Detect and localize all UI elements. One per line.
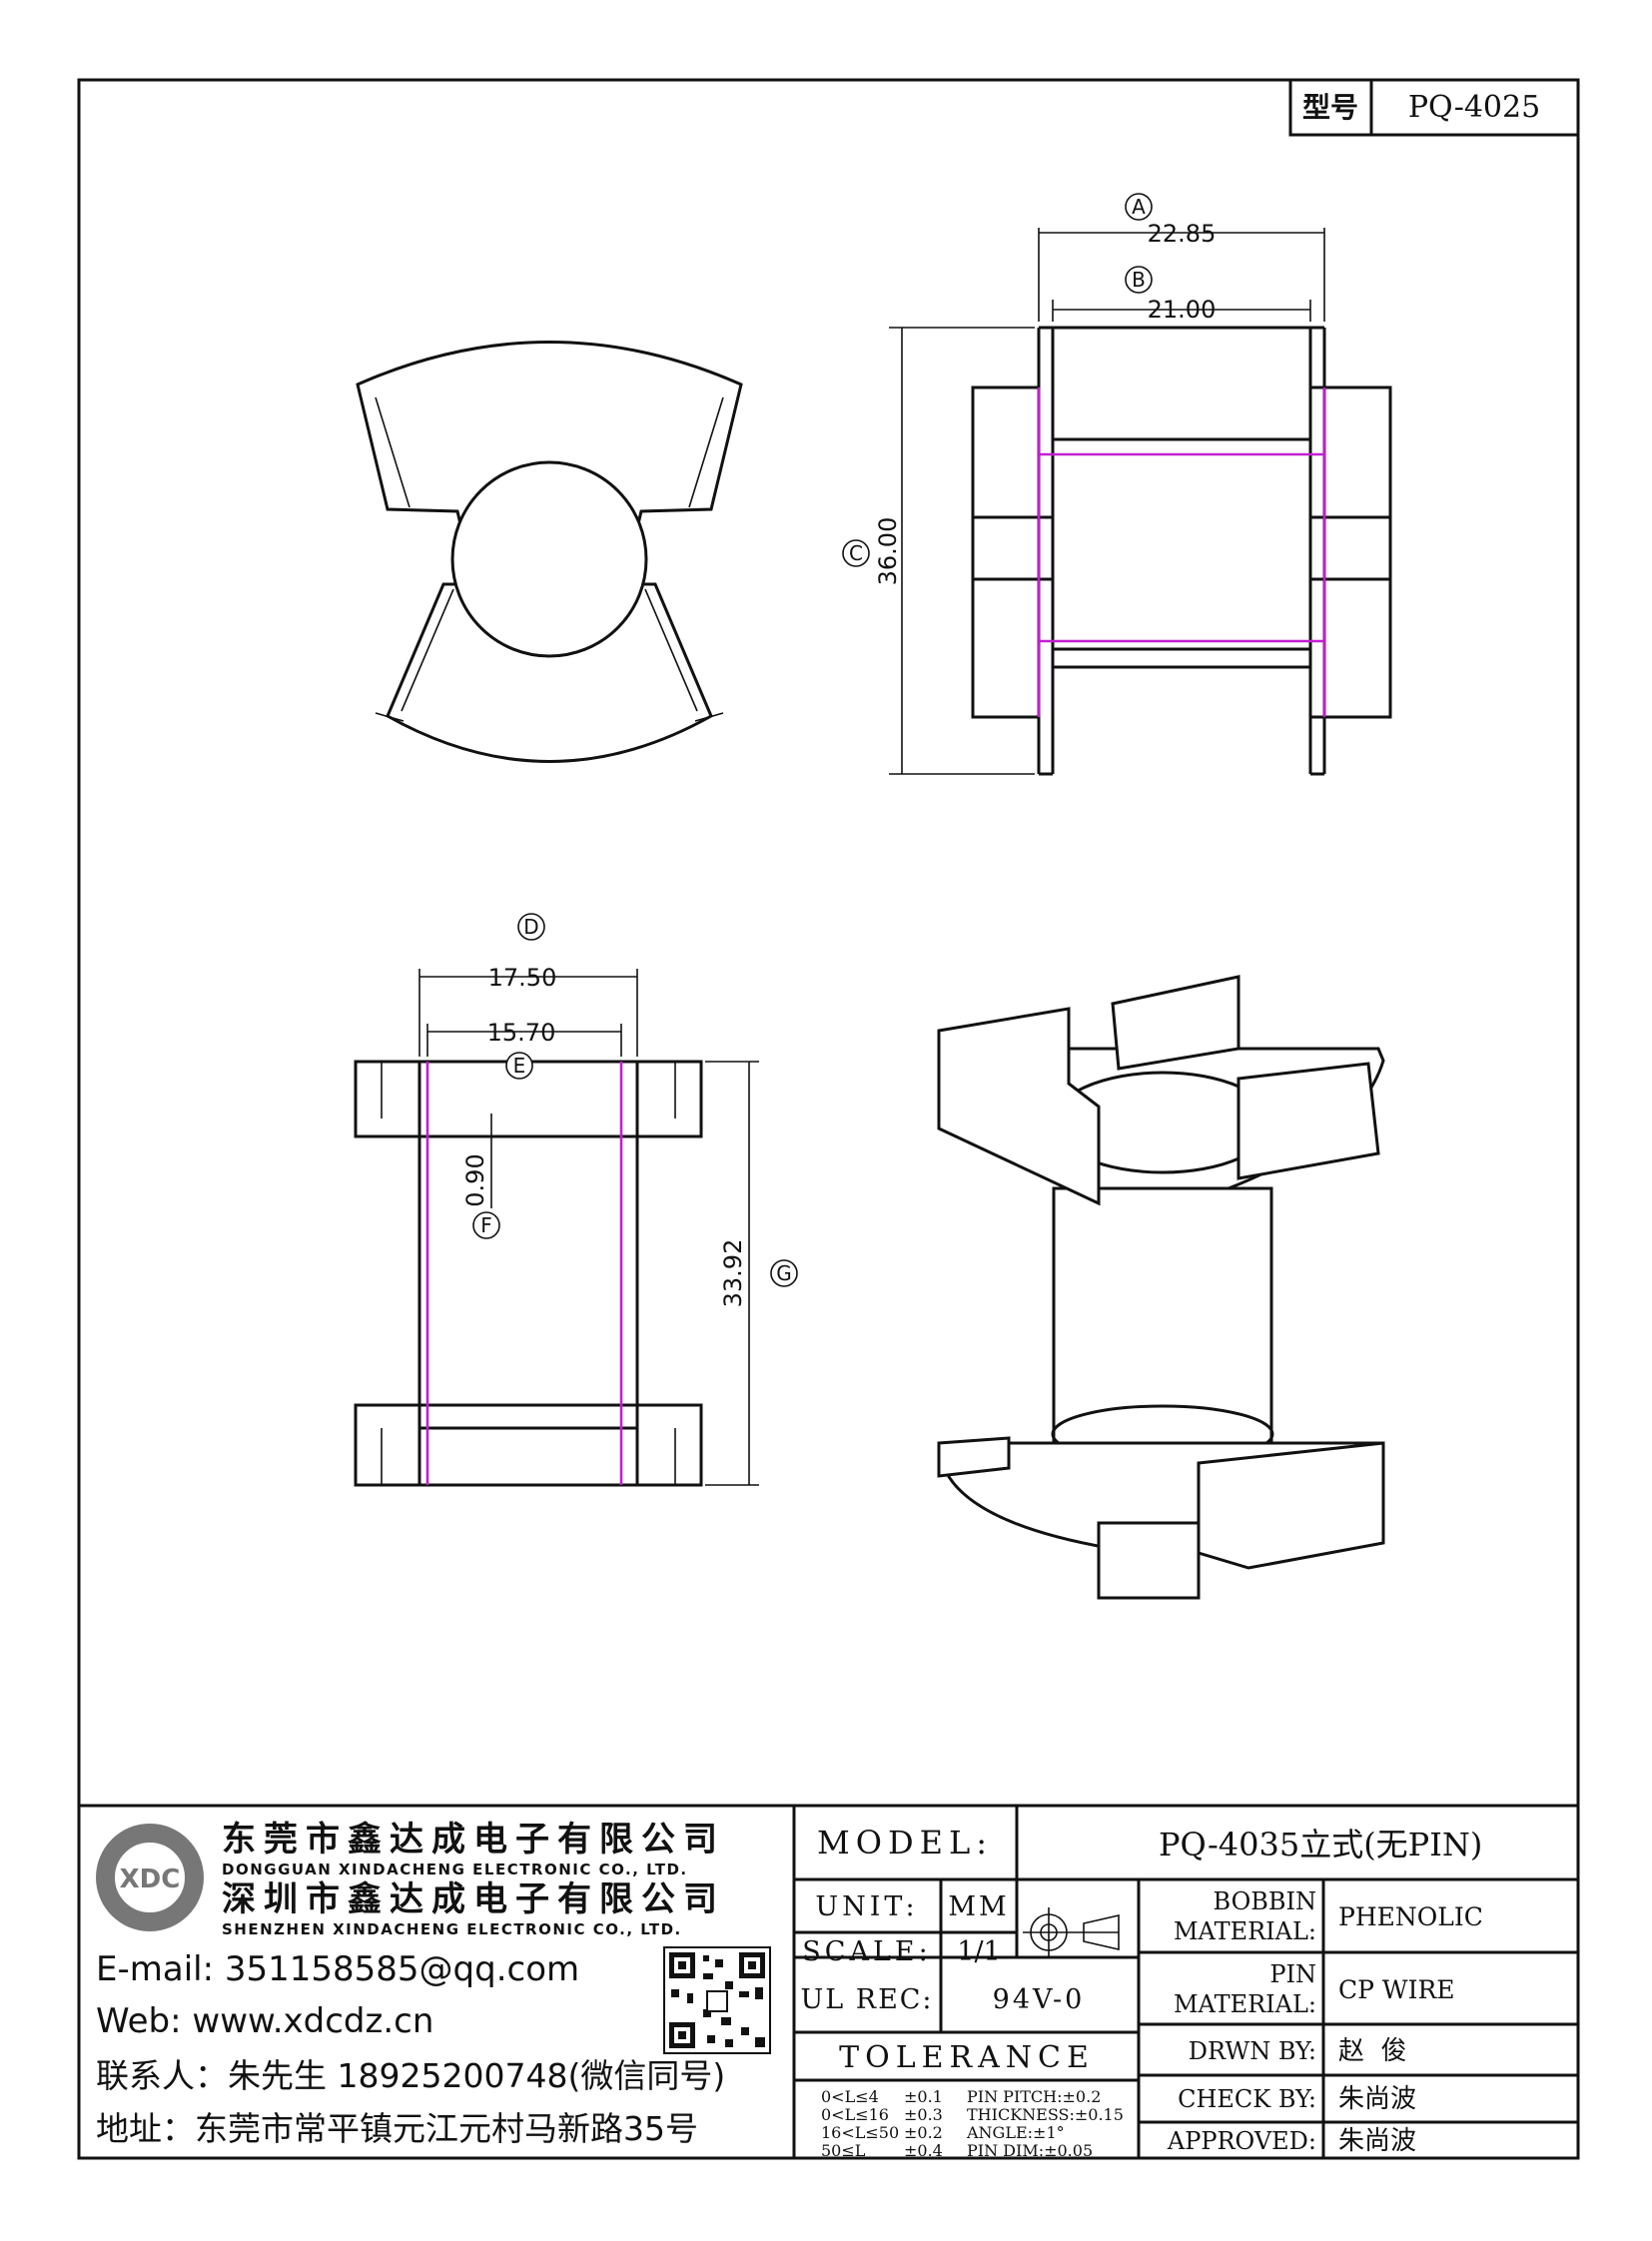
dim-A-value: 22.85 bbox=[1148, 220, 1217, 248]
tol-spec-0: PIN PITCH:±0.2 bbox=[967, 2087, 1101, 2106]
dim-F-balloon bbox=[472, 1211, 500, 1239]
tb-pin-label-1: PIN bbox=[1269, 1960, 1316, 1988]
company-web: Web: www.xdcdz.cn bbox=[96, 2001, 433, 2041]
tb-model-value: PQ-4035立式(无PIN) bbox=[1159, 1826, 1482, 1864]
dim-A-balloon bbox=[1125, 193, 1153, 221]
tb-unit-label: UNIT: bbox=[815, 1891, 918, 1922]
dim-B-value: 21.00 bbox=[1148, 296, 1217, 324]
tolerance-table: 0<L≤4 ±0.1 PIN PITCH:±0.2 0<L≤16 ±0.3 TH… bbox=[821, 2087, 1124, 2160]
dim-B-balloon bbox=[1125, 266, 1153, 294]
tb-drawn-value: 赵 俊 bbox=[1338, 2036, 1407, 2066]
tb-approved-value: 朱尚波 bbox=[1338, 2126, 1416, 2156]
tol-value-2: ±0.2 bbox=[904, 2123, 943, 2142]
qr-code bbox=[663, 1946, 771, 2054]
tb-tolerance-label: TOLERANCE bbox=[839, 2040, 1095, 2075]
company-name-dg: 东莞市鑫达成电子有限公司 bbox=[222, 1820, 725, 1860]
dimensions: A 22.85 B 21.00 C 36.00 D 17.50 15.70 E bbox=[418, 193, 1325, 1486]
tol-spec-1: THICKNESS:±0.15 bbox=[967, 2105, 1124, 2124]
tol-value-1: ±0.3 bbox=[904, 2105, 943, 2124]
dim-C-balloon bbox=[842, 539, 870, 567]
model-box-value: PQ-4025 bbox=[1408, 90, 1540, 125]
tol-range-2: 16<L≤50 bbox=[821, 2123, 899, 2142]
tb-bobbin-label-2: MATERIAL: bbox=[1174, 1917, 1316, 1945]
dim-D-value: 17.50 bbox=[488, 964, 557, 992]
company-logo-text: XDC bbox=[120, 1865, 181, 1894]
dim-G-letter: G bbox=[776, 1261, 792, 1285]
dim-G-balloon bbox=[770, 1259, 798, 1287]
tb-pin-label-2: MATERIAL: bbox=[1174, 1990, 1316, 2018]
tb-ulrec-label: UL REC: bbox=[800, 1984, 933, 2015]
tb-bobbin-label-1: BOBBIN bbox=[1213, 1887, 1316, 1915]
dim-E-letter: E bbox=[513, 1054, 526, 1078]
company-logo: XDC bbox=[96, 1824, 204, 1931]
dim-E-value: 15.70 bbox=[487, 1019, 556, 1047]
tol-range-1: 0<L≤16 bbox=[821, 2105, 889, 2124]
dim-E-balloon bbox=[505, 1052, 533, 1080]
company-name-sz: 深圳市鑫达成电子有限公司 bbox=[222, 1879, 725, 1919]
tb-approved-label: APPROVED: bbox=[1167, 2127, 1316, 2155]
company-email: E-mail: 351158585@qq.com bbox=[96, 1949, 579, 1989]
side-view bbox=[354, 1060, 703, 1487]
dim-C-value: 36.00 bbox=[874, 517, 902, 586]
tol-value-0: ±0.1 bbox=[904, 2087, 943, 2106]
front-view bbox=[971, 326, 1392, 776]
dim-D-letter: D bbox=[523, 915, 538, 939]
top-view bbox=[356, 341, 743, 763]
model-box-label: 型号 bbox=[1302, 91, 1358, 124]
tol-range-0: 0<L≤4 bbox=[821, 2087, 879, 2106]
company-name-dg-en: DONGGUAN XINDACHENG ELECTRONIC CO., LTD. bbox=[222, 1861, 688, 1878]
tb-unit-value: MM bbox=[948, 1891, 1009, 1922]
tol-spec-3: PIN DIM:±0.05 bbox=[967, 2141, 1093, 2160]
sheet-border bbox=[77, 78, 1580, 2160]
dim-G-value: 33.92 bbox=[719, 1239, 747, 1308]
tb-scale-label: SCALE: bbox=[802, 1936, 931, 1967]
tb-check-value: 朱尚波 bbox=[1338, 2084, 1416, 2114]
company-contact: 联系人：朱先生 18925200748(微信同号) bbox=[96, 2056, 725, 2095]
tb-drawn-label: DRWN BY: bbox=[1189, 2037, 1316, 2065]
dim-A-letter: A bbox=[1132, 195, 1146, 219]
tb-ulrec-value: 94V-0 bbox=[993, 1984, 1086, 2015]
title-block: XDC 东莞市鑫达成电子有限公司 DONGGUAN XINDACHENG ELE… bbox=[79, 1804, 1578, 2160]
model-box: 型号 PQ-4025 bbox=[1288, 78, 1580, 137]
tb-bobbin-value: PHENOLIC bbox=[1338, 1902, 1483, 1931]
tb-model-label: MODEL: bbox=[817, 1824, 993, 1862]
company-name-sz-en: SHENZHEN XINDACHENG ELECTRONIC CO., LTD. bbox=[222, 1920, 682, 1938]
dim-B-letter: B bbox=[1132, 268, 1146, 292]
tol-range-3: 50≤L bbox=[821, 2141, 866, 2160]
isometric-view bbox=[937, 975, 1385, 1600]
tol-spec-2: ANGLE:±1° bbox=[966, 2123, 1065, 2142]
dim-F-value: 0.90 bbox=[461, 1153, 489, 1206]
tb-check-label: CHECK BY: bbox=[1178, 2085, 1316, 2113]
tb-scale-value: 1/1 bbox=[957, 1936, 1000, 1967]
company-address: 地址：东莞市常平镇元江元村马新路35号 bbox=[96, 2109, 698, 2148]
tb-pin-value: CP WIRE bbox=[1338, 1975, 1455, 2004]
dim-F-letter: F bbox=[480, 1213, 492, 1237]
projection-symbol bbox=[1023, 1907, 1120, 1957]
dim-C-letter: C bbox=[849, 541, 863, 565]
dim-D-balloon bbox=[517, 913, 545, 941]
tol-value-3: ±0.4 bbox=[904, 2141, 943, 2160]
